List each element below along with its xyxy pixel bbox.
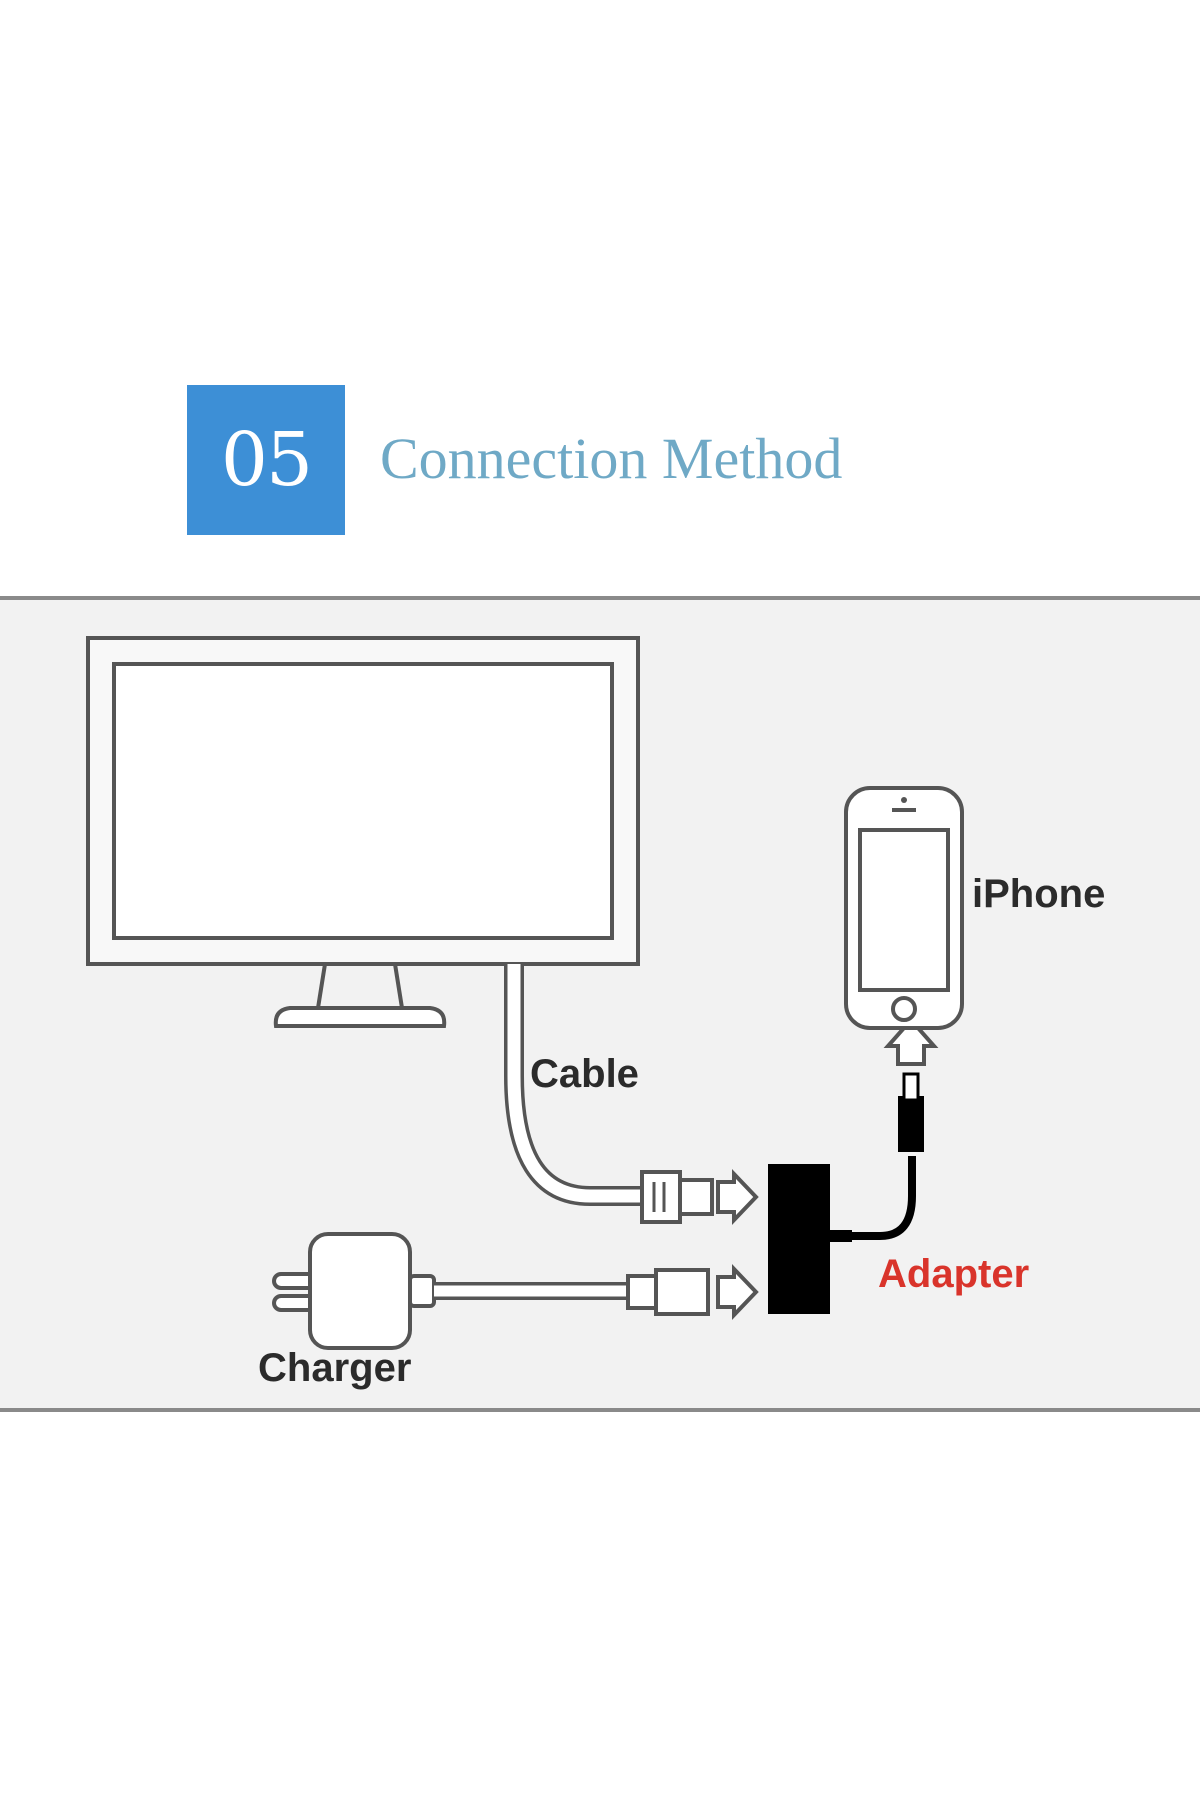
monitor-icon bbox=[86, 636, 640, 1028]
adapter-box bbox=[768, 1164, 830, 1314]
arrow-right-icon bbox=[716, 1169, 759, 1225]
charger-cable-icon bbox=[434, 1268, 710, 1316]
section-number: 05 bbox=[220, 417, 313, 503]
iphone-icon bbox=[844, 786, 964, 1030]
section-number-badge: 05 bbox=[187, 385, 345, 535]
adapter-cable-icon bbox=[830, 1072, 924, 1242]
arrow-up-icon bbox=[883, 1016, 939, 1066]
section-title: Connection Method bbox=[380, 426, 843, 491]
charger-label: Charger bbox=[258, 1346, 412, 1390]
charger-icon bbox=[272, 1232, 436, 1350]
cable-icon bbox=[504, 964, 714, 1224]
connection-diagram bbox=[86, 636, 964, 1350]
iphone-label: iPhone bbox=[972, 872, 1106, 916]
cable-label: Cable bbox=[530, 1052, 639, 1096]
adapter-label: Adapter bbox=[878, 1252, 1030, 1296]
arrow-right-icon bbox=[716, 1264, 759, 1320]
